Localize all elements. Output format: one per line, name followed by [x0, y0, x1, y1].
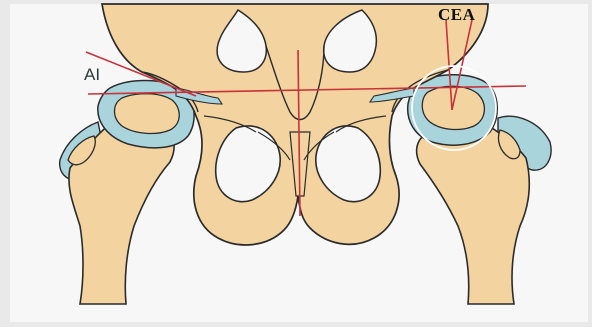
left-ossific-nucleus	[115, 94, 180, 134]
right-ossific-nucleus	[422, 86, 484, 129]
label-cea: CEA	[438, 5, 476, 24]
label-ai: AI	[84, 65, 100, 84]
